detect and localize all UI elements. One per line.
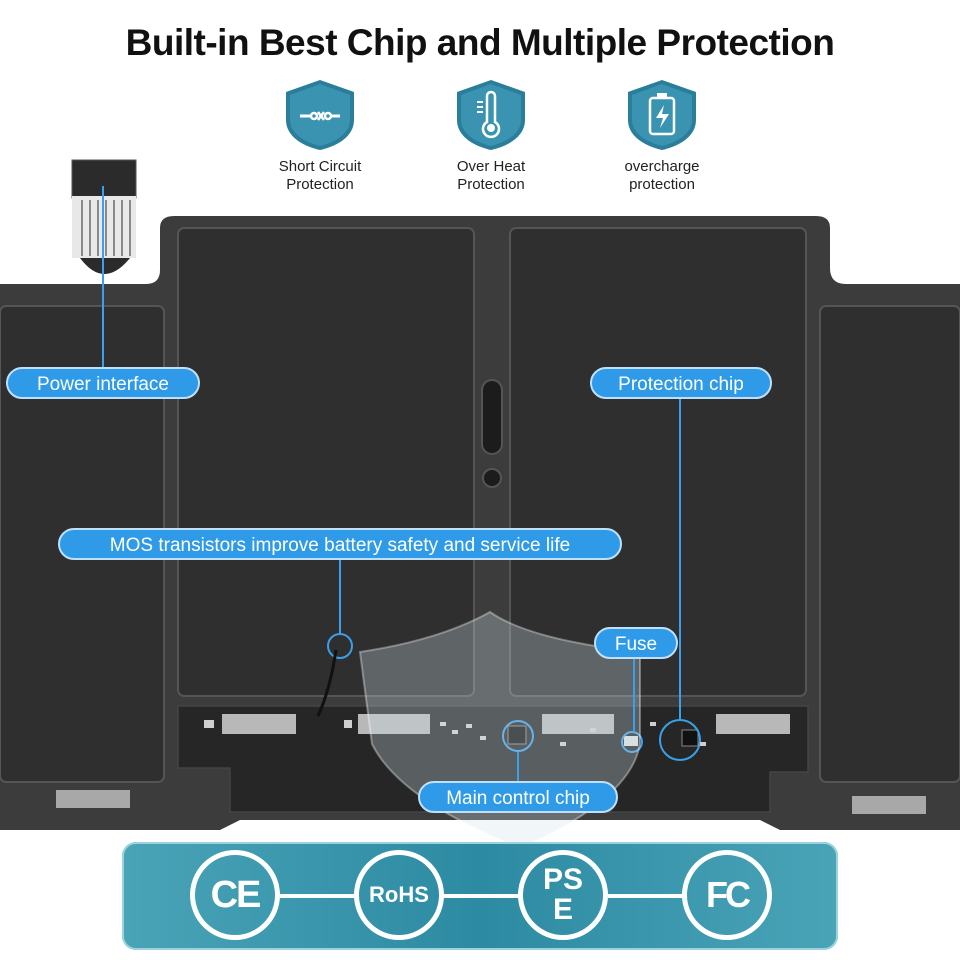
certification-bar: CE RoHS PS E FC xyxy=(122,842,838,950)
center-slot xyxy=(481,379,503,455)
cert-connector-line xyxy=(444,894,518,898)
solder-pad xyxy=(358,714,430,734)
protection-chip xyxy=(681,729,699,747)
short-circuit-icon xyxy=(286,80,354,150)
rohs-badge: RoHS xyxy=(354,850,444,940)
battery-cell xyxy=(509,227,807,697)
feature-label-line2: Protection xyxy=(457,176,525,193)
callout-protection-chip: Protection chip xyxy=(590,367,772,399)
solder-pad xyxy=(222,714,296,734)
pse-text-top: PS xyxy=(542,863,584,896)
feature-label-line2: protection xyxy=(629,176,695,193)
feature-label-line2: Protection xyxy=(286,176,354,193)
fcc-badge: FC xyxy=(682,850,772,940)
ce-mark-badge: CE xyxy=(190,850,280,940)
feature-label-line1: overcharge xyxy=(624,158,700,175)
solder-pad xyxy=(852,796,926,814)
feature-short-circuit: Short Circuit Protection xyxy=(235,78,405,194)
callout-mos-transistors: MOS transistors improve battery safety a… xyxy=(58,528,622,560)
ce-mark-text: CE xyxy=(210,873,262,916)
pse-badge: PS E xyxy=(518,850,608,940)
battery-cell xyxy=(819,305,960,783)
cert-connector-line xyxy=(280,894,354,898)
feature-label-line1: Over Heat xyxy=(456,158,526,175)
center-hole xyxy=(482,468,502,488)
feature-label-line1: Short Circuit xyxy=(278,158,362,175)
battery-cell xyxy=(177,227,475,697)
callout-main-control-chip: Main control chip xyxy=(418,781,618,813)
rohs-text: RoHS xyxy=(369,882,429,907)
feature-over-heat: Over Heat Protection xyxy=(406,78,576,194)
fuse-component xyxy=(624,736,638,746)
cert-connector-line xyxy=(608,894,682,898)
feature-overcharge: overcharge protection xyxy=(577,78,747,194)
callout-power-interface: Power interface xyxy=(6,367,200,399)
battery-charge-icon xyxy=(628,80,696,150)
circuit-board xyxy=(177,705,809,813)
page-title: Built-in Best Chip and Multiple Protecti… xyxy=(125,22,835,63)
fcc-text: FC xyxy=(706,874,751,915)
main-control-chip xyxy=(507,725,527,745)
solder-pad xyxy=(716,714,790,734)
thermometer-icon xyxy=(457,80,525,150)
callout-fuse: Fuse xyxy=(594,627,678,659)
pse-text-bottom: E xyxy=(552,893,573,926)
solder-pad xyxy=(56,790,130,808)
